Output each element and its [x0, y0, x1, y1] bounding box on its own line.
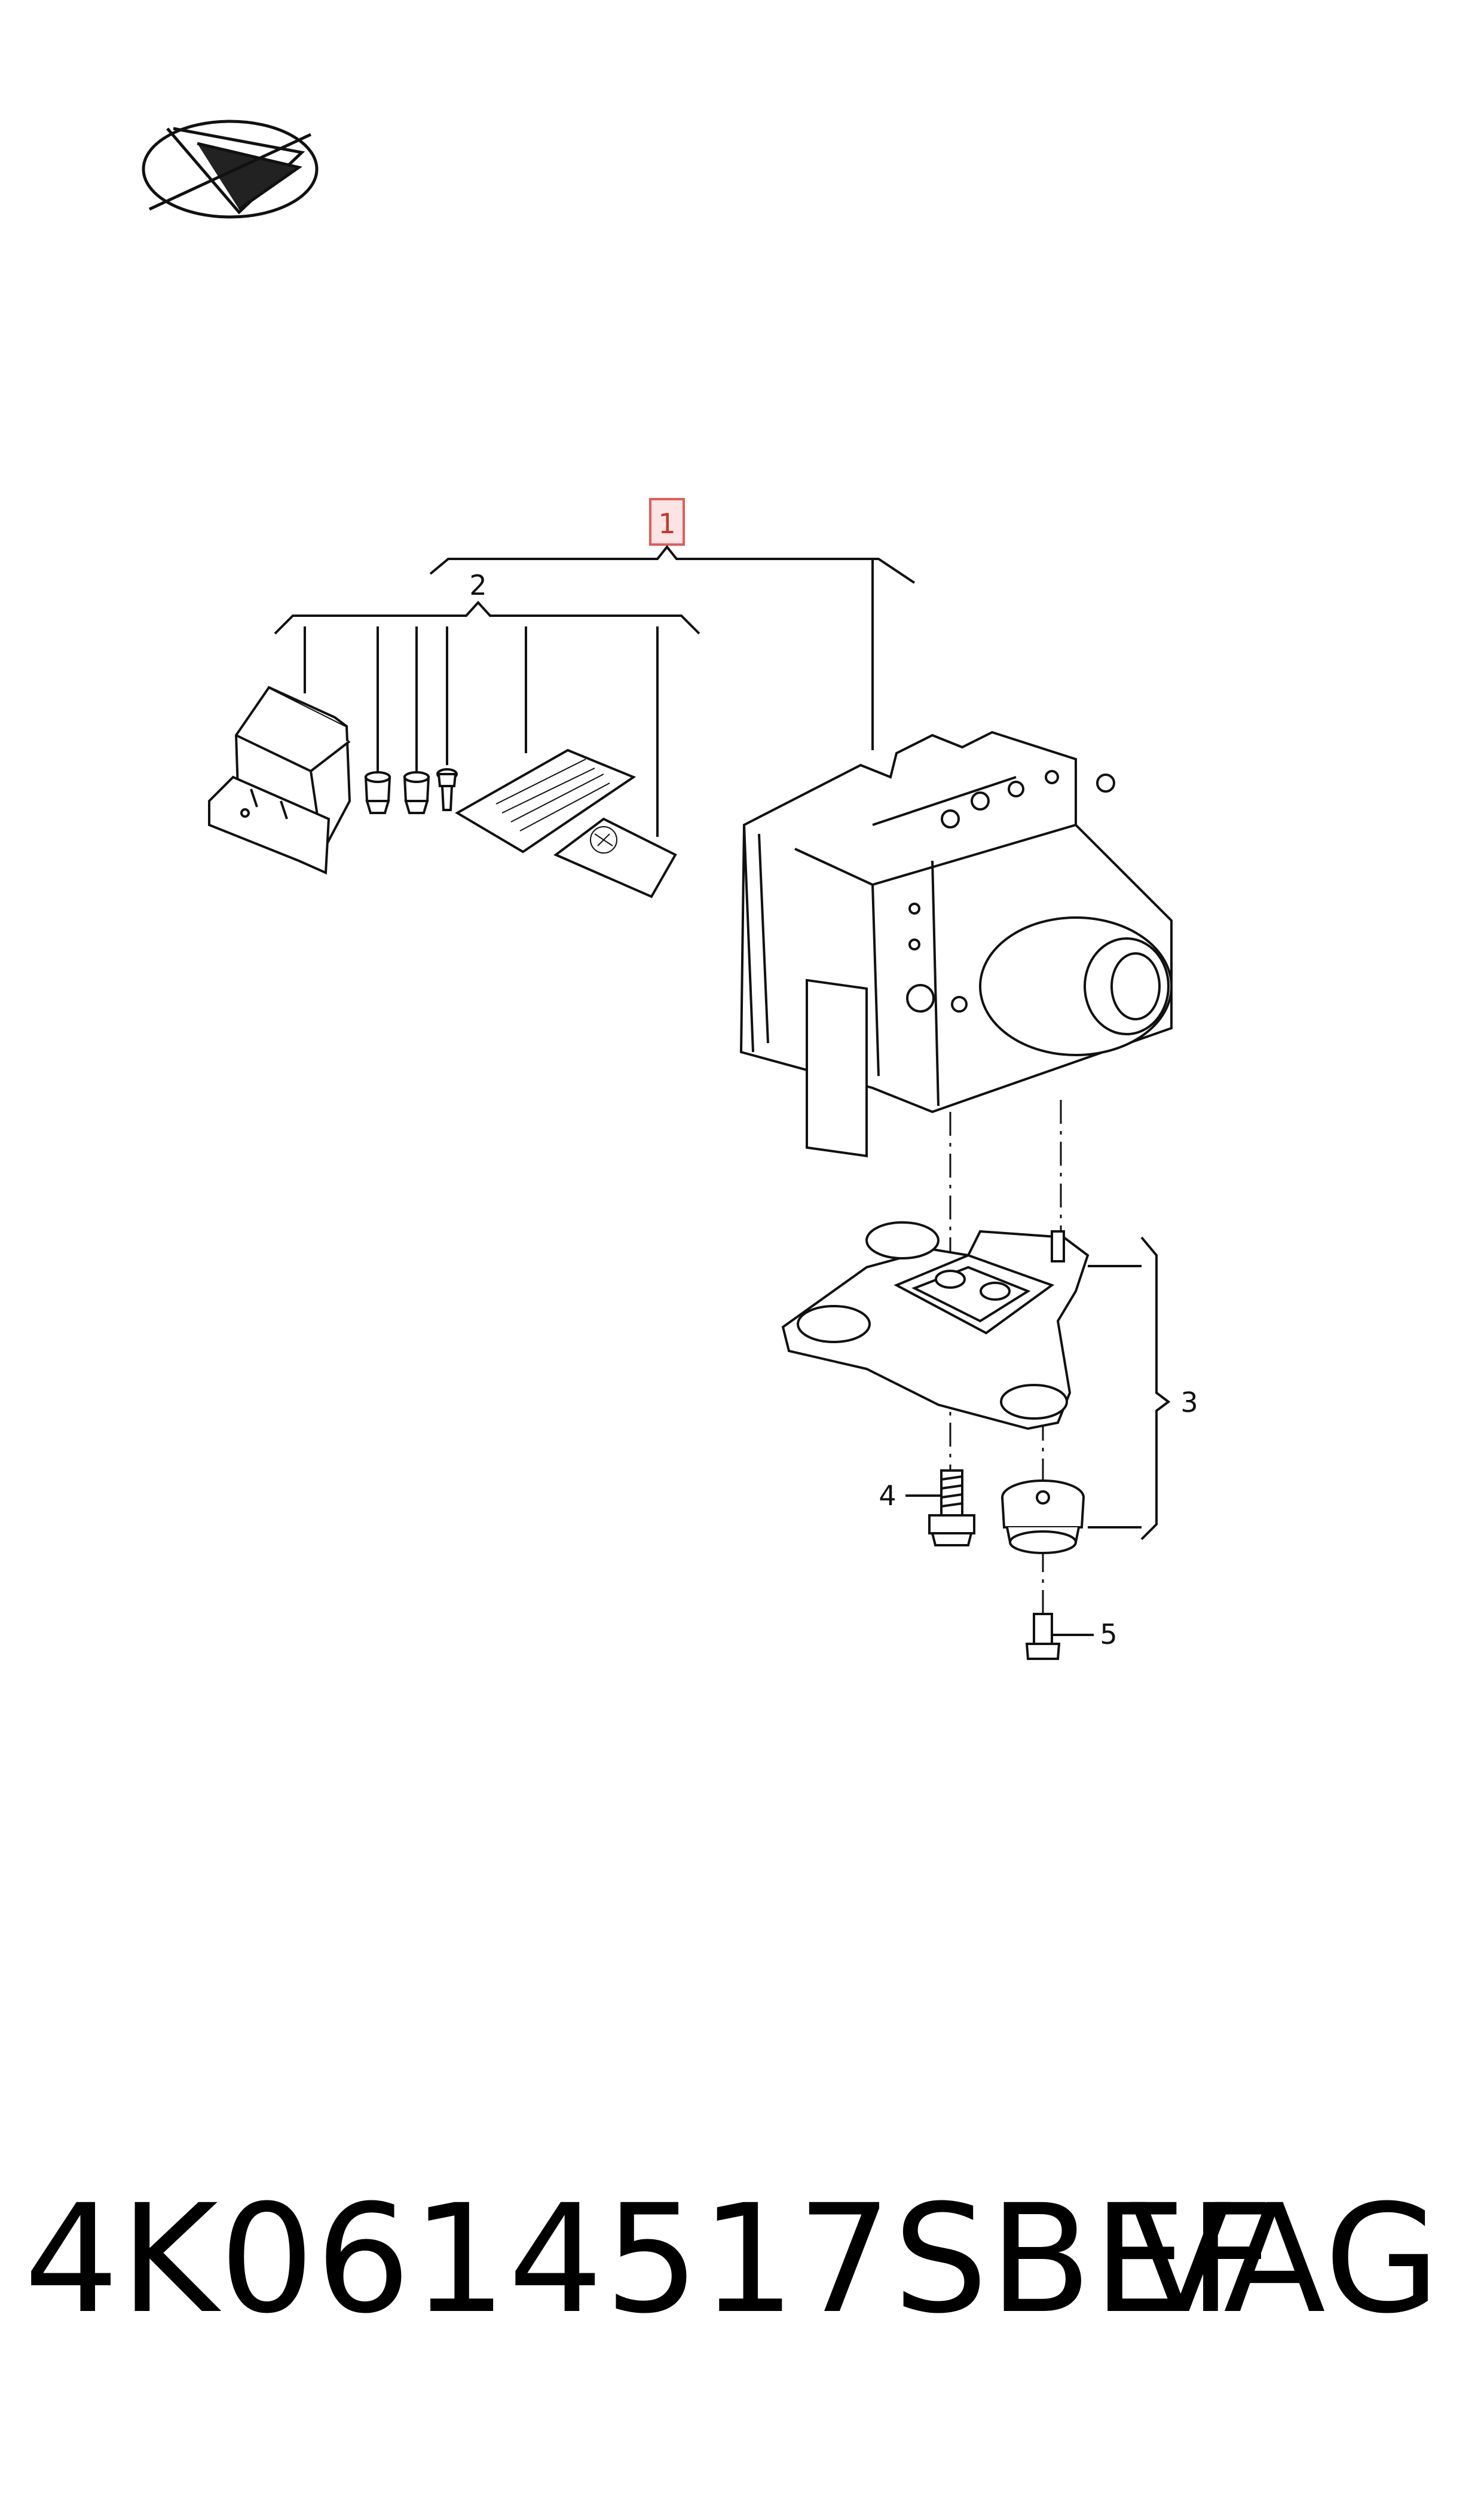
mounting-bracket — [781, 1221, 1090, 1430]
paper-plane-logo-icon — [142, 120, 319, 219]
instruction-sheet — [455, 748, 637, 854]
bracket-item-3 — [1088, 1236, 1171, 1540]
bolt-item-4 — [928, 1469, 975, 1546]
bracket-item-1 — [429, 545, 916, 750]
abs-hydraulic-unit — [739, 730, 1173, 1158]
manufacturer: VAG — [1130, 2172, 1442, 2346]
abs-control-module — [208, 686, 351, 875]
callout-1-label: 1 — [658, 508, 675, 540]
callout-5-label: 5 — [1100, 1618, 1117, 1650]
callout-2-label: 2 — [469, 569, 486, 601]
screws-item-2 — [364, 768, 458, 814]
callout-3-label: 3 — [1180, 1386, 1198, 1419]
bracket-item-2 — [274, 601, 700, 837]
bolt-item-5 — [1025, 1613, 1061, 1660]
part-number: 4K0614517SBEF — [24, 2172, 1276, 2346]
grease-packet — [553, 817, 677, 898]
callout-1[interactable]: 1 — [649, 498, 685, 546]
rubber-mount — [1001, 1479, 1085, 1554]
callout-4-label: 4 — [879, 1479, 896, 1512]
